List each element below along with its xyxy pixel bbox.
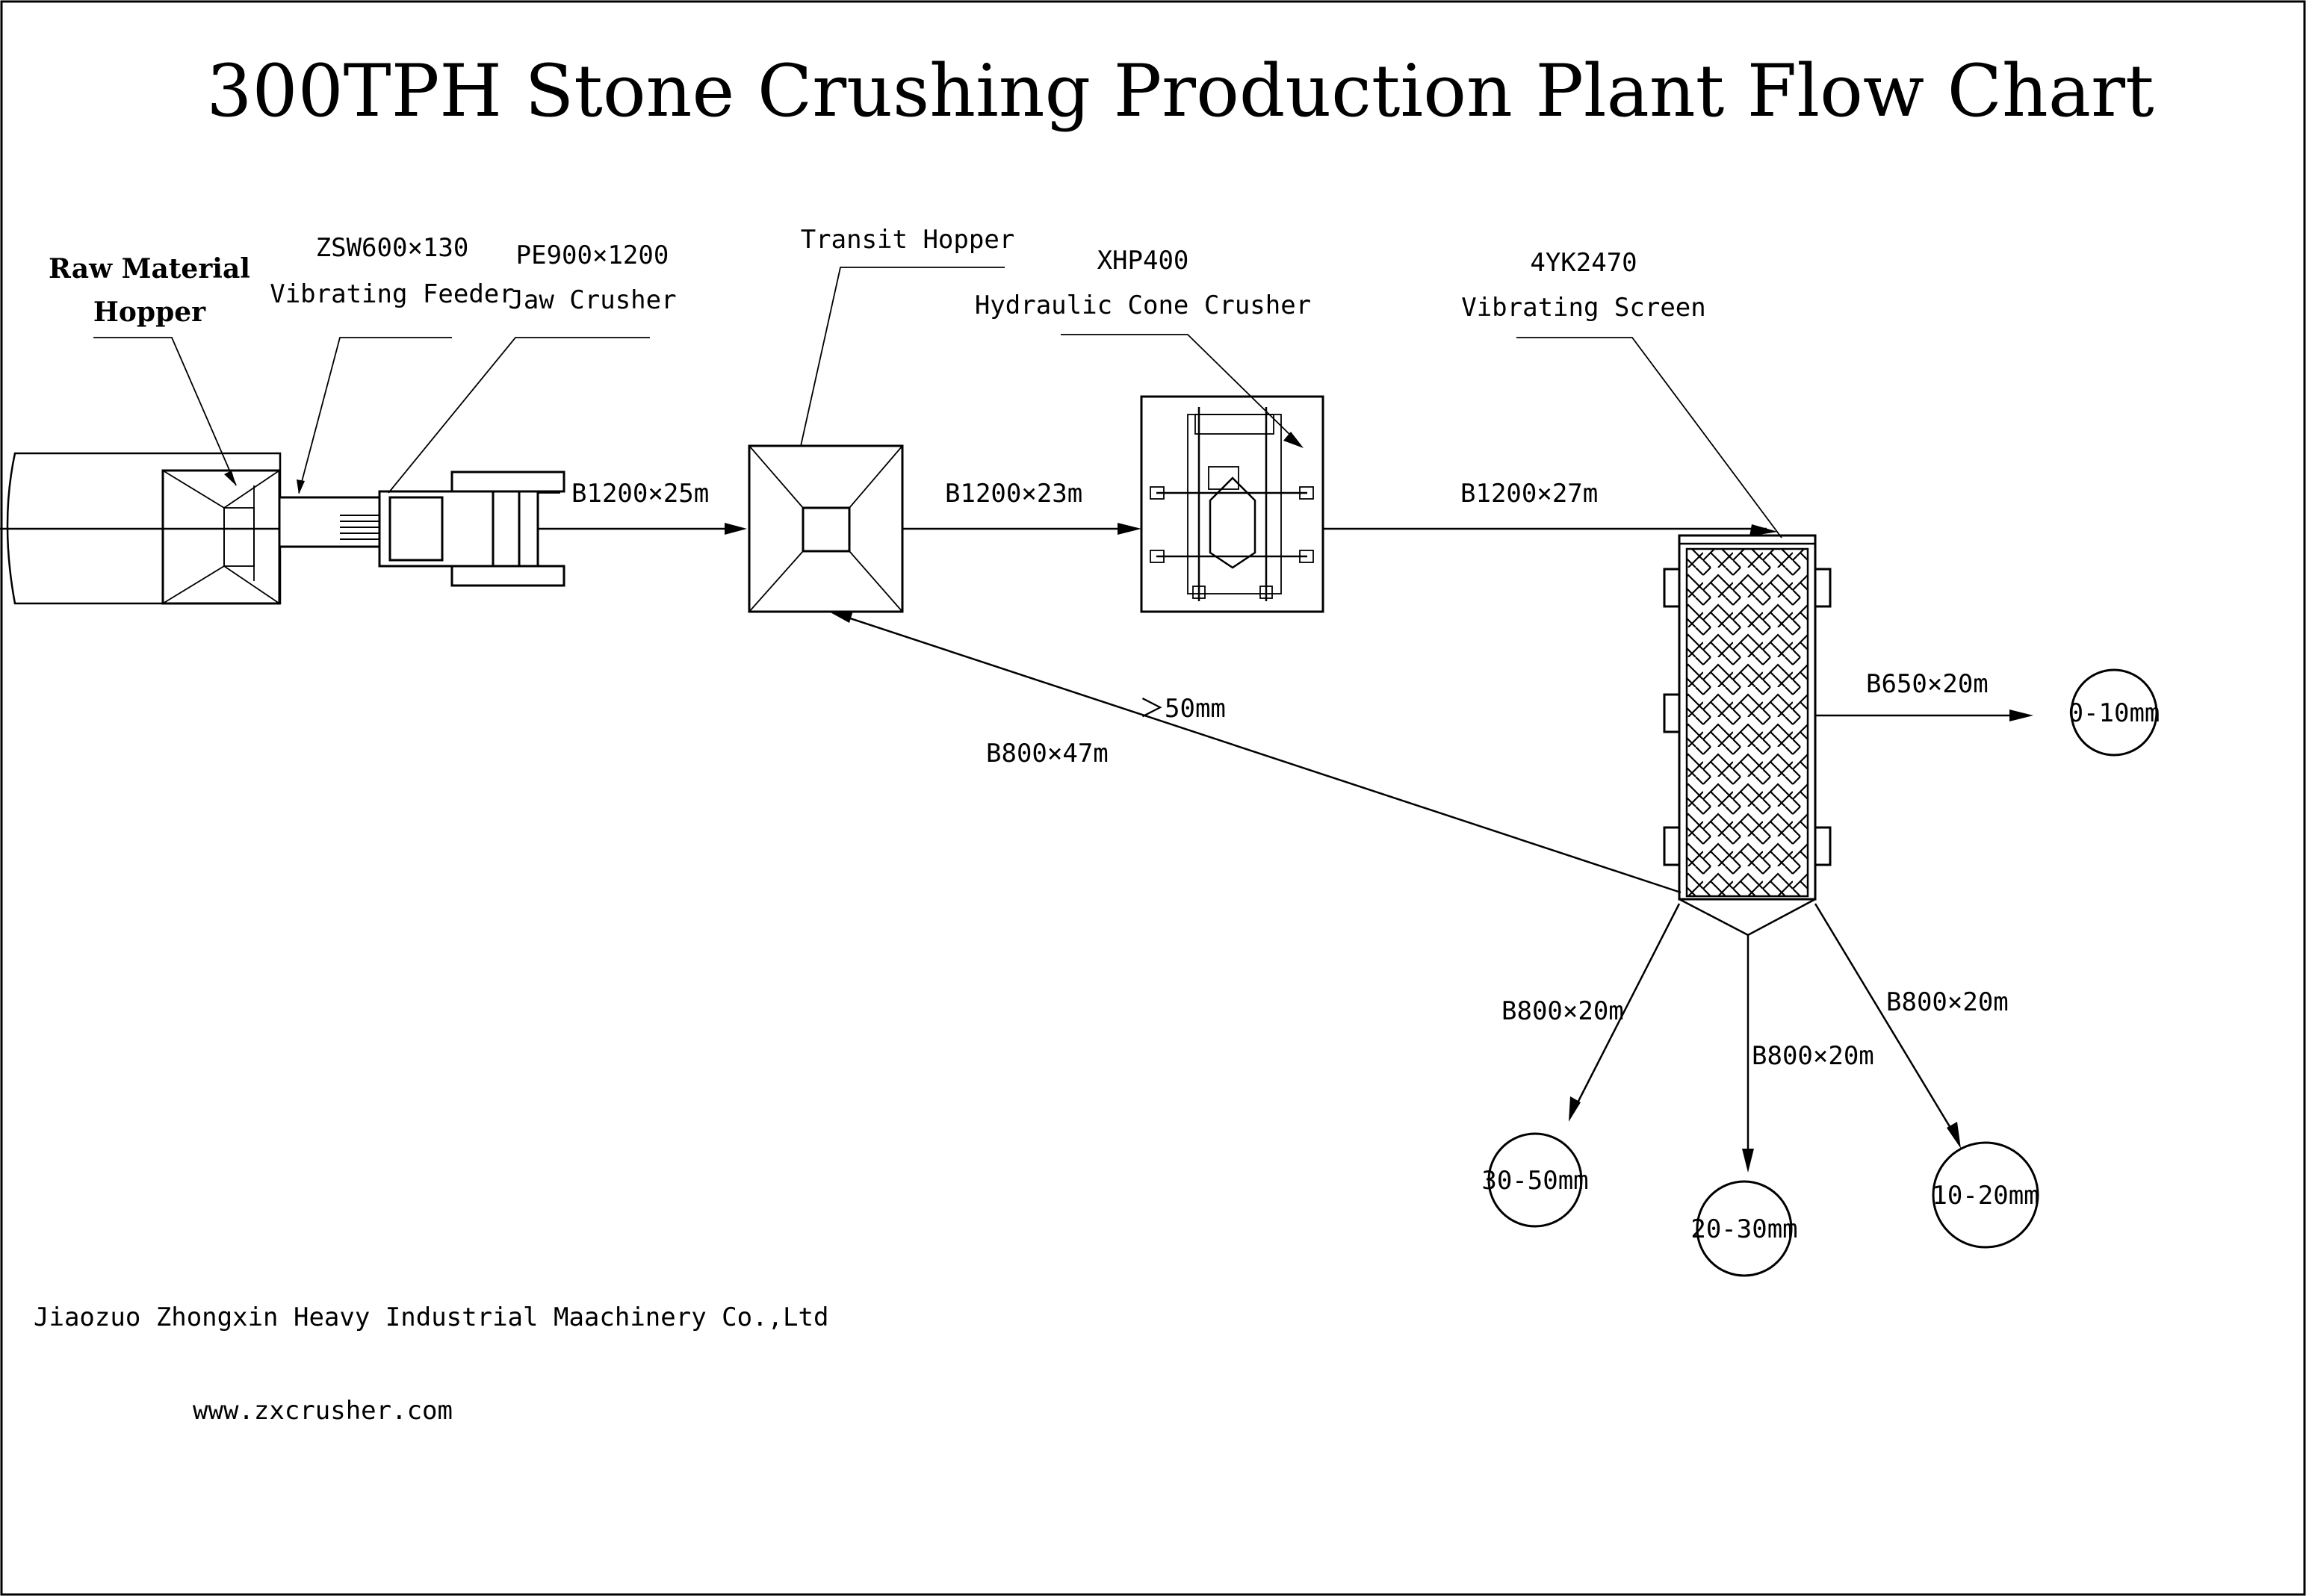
jaw-crusher — [378, 471, 565, 587]
footer-company: Jiaozuo Zhongxin Heavy Industrial Maachi… — [34, 1302, 828, 1332]
page-title: 300TPH Stone Crushing Production Plant F… — [206, 49, 2154, 133]
label-jaw-name: Jaw Crusher — [508, 285, 676, 315]
label-raw-hopper-2: Hopper — [93, 296, 206, 328]
label-conveyor-1: B1200×25m — [571, 479, 709, 509]
conveyor-right — [1814, 903, 1959, 1140]
label-product-20-30: 20-30mm — [1690, 1214, 1797, 1244]
footer-website: www.zxcrusher.com — [193, 1396, 453, 1426]
label-screen-model: 4YK2470 — [1530, 248, 1637, 278]
product-circle-20-30 — [1696, 1180, 1793, 1277]
label-screen-name: Vibrating Screen — [1461, 293, 1706, 323]
label-return-conveyor: B800×47m — [986, 739, 1109, 768]
product-circle-10-20 — [1932, 1141, 2039, 1249]
label-feeder-name: Vibrating Feeder — [270, 279, 515, 309]
leader-jaw-crusher — [388, 337, 650, 494]
label-cone-model: XHP400 — [1097, 246, 1189, 276]
label-jaw-model: PE900×1200 — [516, 240, 669, 270]
leader-raw-hopper — [93, 337, 237, 486]
label-raw-hopper-1: Raw Material — [49, 253, 250, 285]
label-conveyor-mid: B800×20m — [1752, 1041, 1874, 1071]
vibrating-screen — [1663, 534, 1832, 937]
label-product-0-10: 0-10mm — [2068, 698, 2160, 728]
leader-transit-hopper — [800, 267, 1005, 447]
label-feeder-model: ZSW600×130 — [316, 233, 469, 263]
conveyor-left — [1571, 903, 1681, 1114]
label-conveyor-right: B800×20m — [1886, 987, 2009, 1017]
transit-hopper — [748, 444, 904, 613]
label-cone-name: Hydraulic Cone Crusher — [975, 291, 1311, 320]
label-conveyor-3: B1200×27m — [1460, 479, 1598, 509]
vibrating-feeder — [278, 496, 382, 548]
label-product-30-50: 30-50mm — [1481, 1166, 1588, 1196]
return-conveyor — [836, 612, 1682, 894]
label-transit-hopper: Transit Hopper — [801, 225, 1015, 255]
cone-crusher — [1140, 395, 1324, 613]
label-product-10-20: 10-20mm — [1932, 1181, 2039, 1211]
product-circle-0-10 — [2070, 668, 2158, 757]
leader-feeder — [298, 337, 452, 494]
label-conveyor-left: B800×20m — [1501, 996, 1624, 1026]
leader-vibrating-screen — [1516, 337, 1782, 538]
product-circle-30-50 — [1487, 1132, 1583, 1228]
label-conveyor-2: B1200×23m — [945, 479, 1082, 509]
leader-cone-crusher — [1061, 334, 1297, 441]
label-conveyor-fine: B650×20m — [1866, 669, 1989, 699]
label-return-size: ＞50mm — [1139, 694, 1226, 724]
raw-material-hopper — [6, 452, 282, 605]
